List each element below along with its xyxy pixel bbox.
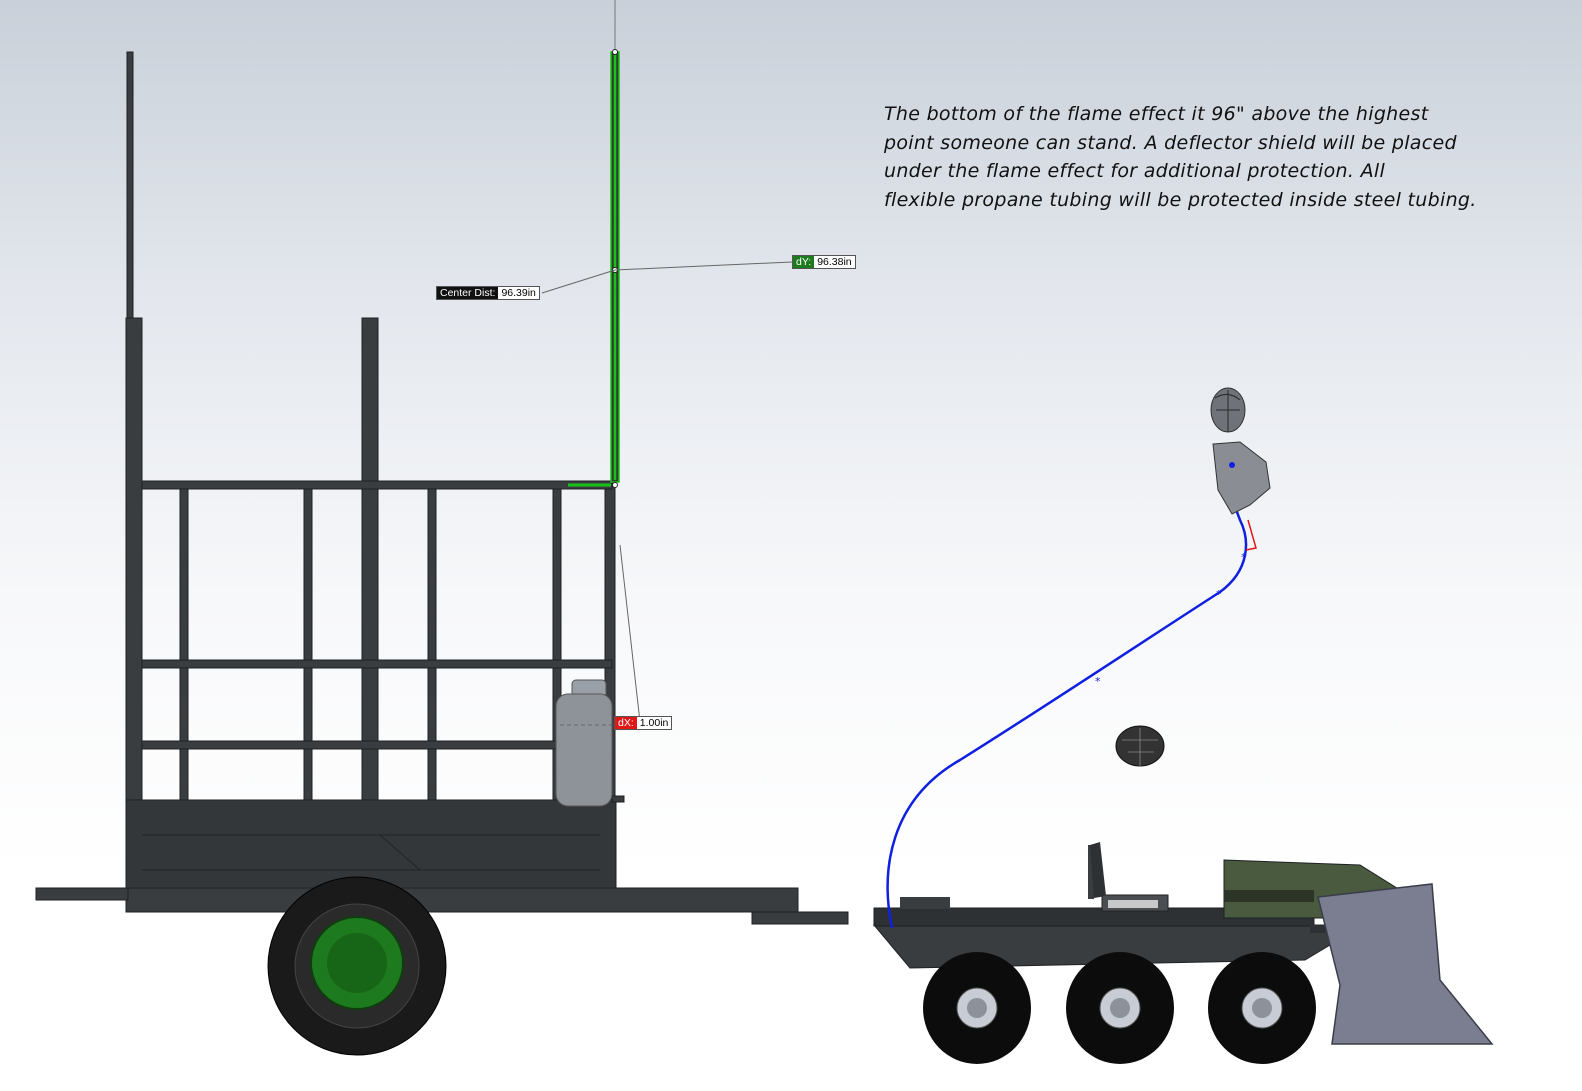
tow-vehicle[interactable] bbox=[872, 842, 1494, 1064]
trailer-wheel[interactable] bbox=[267, 876, 447, 1056]
vehicle-wheel[interactable] bbox=[923, 952, 1031, 1064]
dx-dimension[interactable]: dX: 1.00in bbox=[614, 716, 673, 730]
propane-tank[interactable] bbox=[555, 679, 613, 807]
dy-dimension[interactable]: dY: 96.38in bbox=[792, 255, 856, 269]
trailer-rail-mid[interactable] bbox=[141, 659, 613, 669]
center-dist-label: Center Dist: bbox=[437, 287, 499, 299]
trailer-post-tall-left[interactable] bbox=[126, 51, 134, 323]
dy-label: dY: bbox=[793, 256, 815, 268]
trailer-tongue[interactable] bbox=[751, 911, 849, 925]
mannequin-head-icon[interactable] bbox=[1210, 387, 1246, 433]
trailer-post-mid[interactable] bbox=[361, 317, 379, 809]
center-dist-dimension[interactable]: Center Dist: 96.39in bbox=[436, 286, 540, 300]
dy-value[interactable]: 96.38in bbox=[814, 256, 855, 268]
trailer-stub-left[interactable] bbox=[35, 887, 129, 901]
vehicle-wheel[interactable] bbox=[1066, 952, 1174, 1064]
annotation-line: under the flame effect for additional pr… bbox=[884, 160, 1386, 182]
trailer-cage[interactable] bbox=[35, 51, 849, 925]
vehicle-wheel[interactable] bbox=[1208, 952, 1316, 1064]
trailer-rail-low[interactable] bbox=[141, 740, 613, 750]
deflector-plow[interactable] bbox=[1317, 883, 1494, 1045]
trailer-bed[interactable] bbox=[125, 799, 617, 889]
spline-point-icon[interactable]: * bbox=[1216, 588, 1222, 601]
small-head-icon[interactable] bbox=[1115, 725, 1165, 767]
spline-point-icon[interactable]: * bbox=[1241, 551, 1247, 564]
annotation-line: point someone can stand. A deflector shi… bbox=[884, 131, 1457, 154]
sight-line-spline[interactable]: * * * bbox=[886, 459, 1257, 929]
design-annotation: The bottom of the flame effect it 96" ab… bbox=[884, 100, 1524, 214]
spline-point-icon[interactable]: * bbox=[1095, 675, 1101, 688]
flame-effect-post[interactable] bbox=[568, 0, 620, 488]
annotation-line: The bottom of the flame effect it 96" ab… bbox=[884, 103, 1429, 125]
mannequin-torso-icon[interactable] bbox=[1212, 441, 1271, 515]
center-dist-value[interactable]: 96.39in bbox=[498, 287, 539, 299]
dx-value[interactable]: 1.00in bbox=[636, 717, 672, 729]
dimension-leaders bbox=[541, 261, 793, 723]
trailer-chassis[interactable] bbox=[125, 887, 799, 913]
trailer-rail-top[interactable] bbox=[141, 480, 613, 490]
annotation-line: flexible propane tubing will be protecte… bbox=[884, 188, 1477, 211]
dx-label: dX: bbox=[615, 717, 637, 729]
